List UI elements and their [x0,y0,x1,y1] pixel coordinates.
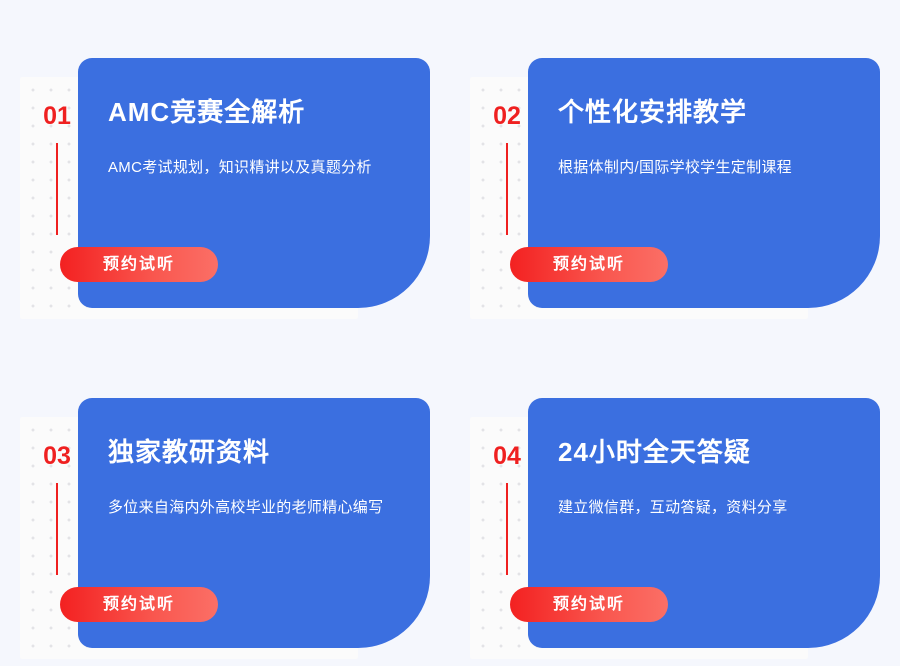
feature-index-04: 04 [484,444,530,575]
feature-panel-01: AMC竞赛全解析 AMC考试规划，知识精讲以及真题分析 预约试听 [60,58,430,308]
feature-title: 24小时全天答疑 [558,437,751,467]
index-number: 02 [493,102,521,130]
book-trial-button-04[interactable]: 预约试听 [510,587,668,622]
feature-description: AMC考试规划，知识精讲以及真题分析 [108,159,372,176]
feature-card-02: 02 个性化安排教学 根据体制内/国际学校学生定制课程 预约试听 [450,0,900,326]
feature-title: AMC竞赛全解析 [108,97,306,127]
index-rule [506,143,508,235]
book-trial-button-02[interactable]: 预约试听 [510,247,668,282]
index-rule [56,483,58,575]
index-number: 04 [493,442,521,470]
feature-title: 独家教研资料 [108,437,271,467]
feature-panel-04: 24小时全天答疑 建立微信群，互动答疑，资料分享 预约试听 [510,398,880,648]
book-trial-button-03[interactable]: 预约试听 [60,587,218,622]
index-number: 03 [43,442,71,470]
feature-panel-02: 个性化安排教学 根据体制内/国际学校学生定制课程 预约试听 [510,58,880,308]
feature-card-01: 01 AMC竞赛全解析 AMC考试规划，知识精讲以及真题分析 预约试听 [0,0,450,326]
feature-description: 根据体制内/国际学校学生定制课程 [558,159,792,176]
feature-index-03: 03 [34,444,80,575]
feature-card-03: 03 独家教研资料 多位来自海内外高校毕业的老师精心编写 预约试听 [0,340,450,666]
feature-index-02: 02 [484,104,530,235]
feature-panel-03: 独家教研资料 多位来自海内外高校毕业的老师精心编写 预约试听 [60,398,430,648]
feature-card-04: 04 24小时全天答疑 建立微信群，互动答疑，资料分享 预约试听 [450,340,900,666]
index-rule [506,483,508,575]
book-trial-button-01[interactable]: 预约试听 [60,247,218,282]
feature-index-01: 01 [34,104,80,235]
index-number: 01 [43,102,71,130]
feature-description: 建立微信群，互动答疑，资料分享 [558,499,788,516]
feature-title: 个性化安排教学 [558,97,748,127]
index-rule [56,143,58,235]
feature-description: 多位来自海内外高校毕业的老师精心编写 [108,499,384,516]
